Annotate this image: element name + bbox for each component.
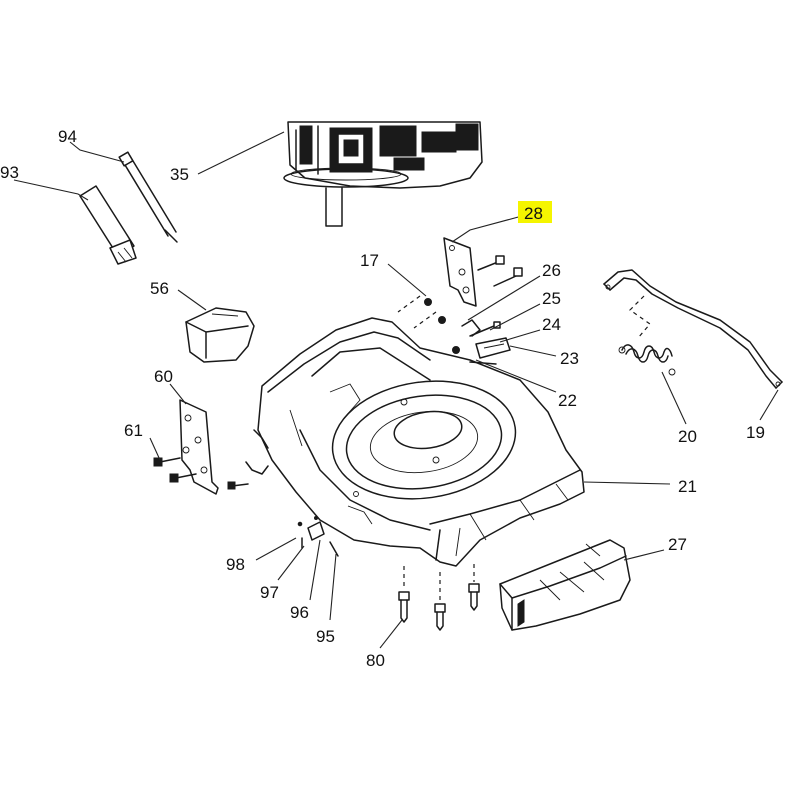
callout-labels: 93 94 35 28 17 26 25 24 23 22 56 60 61 2…	[0, 127, 765, 670]
part-93-grip	[79, 185, 137, 265]
part-60-bracket	[179, 399, 219, 495]
part-19-handle	[603, 269, 783, 389]
part-80-bolts	[398, 564, 480, 631]
callout-80: 80	[366, 651, 385, 670]
callout-25: 25	[542, 289, 561, 308]
part-27-flap	[499, 539, 631, 631]
callout-95: 95	[316, 627, 335, 646]
callout-19: 19	[746, 423, 765, 442]
part-hardware-small	[297, 516, 339, 557]
part-28-bracket	[443, 237, 523, 307]
callout-94: 94	[58, 127, 77, 146]
callout-22: 22	[558, 391, 577, 410]
callout-28: 28	[524, 204, 543, 223]
callout-24: 24	[542, 315, 561, 334]
part-hardware-cluster	[397, 295, 511, 365]
part-21-deck	[245, 317, 585, 567]
callout-20: 20	[678, 427, 697, 446]
callout-35: 35	[170, 165, 189, 184]
leader-lines	[13, 131, 779, 649]
callout-98: 98	[226, 555, 245, 574]
callout-27: 27	[668, 535, 687, 554]
part-56-cover	[185, 307, 255, 363]
callout-96: 96	[290, 603, 309, 622]
callout-61: 61	[124, 421, 143, 440]
callout-17: 17	[360, 251, 379, 270]
callout-23: 23	[560, 349, 579, 368]
callout-28-highlight	[518, 201, 552, 223]
part-61-bolts	[153, 457, 249, 490]
callout-26: 26	[542, 261, 561, 280]
part-35-engine	[283, 121, 483, 227]
part-94-rod	[118, 151, 178, 243]
callout-93: 93	[0, 163, 19, 182]
part-20-spring	[618, 344, 676, 376]
callout-60: 60	[154, 367, 173, 386]
callout-21: 21	[678, 477, 697, 496]
callout-56: 56	[150, 279, 169, 298]
callout-97: 97	[260, 583, 279, 602]
